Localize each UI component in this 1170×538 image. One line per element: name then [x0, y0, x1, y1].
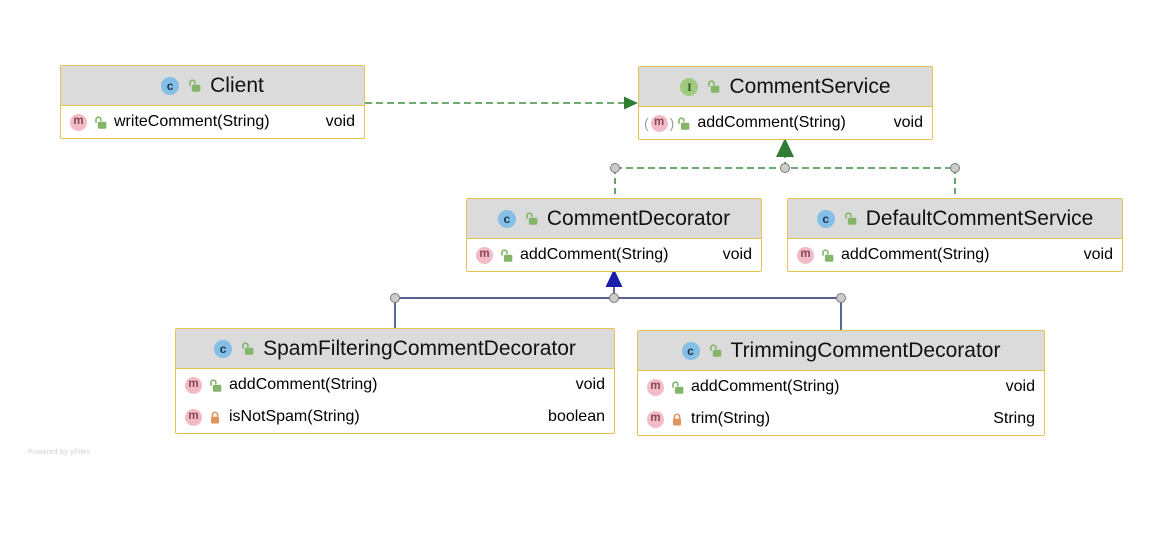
class-title: CommentDecorator — [546, 206, 731, 230]
private-lock-icon — [208, 410, 223, 425]
method-name: writeComment(String) — [114, 113, 270, 130]
method-row[interactable]: m addComment(String) void — [176, 369, 614, 401]
inheritance-bus-line[interactable] — [394, 297, 842, 330]
method-name: addComment(String) — [229, 376, 378, 393]
method-icon: m — [70, 113, 87, 131]
public-lock-icon — [676, 116, 691, 131]
public-lock-icon — [499, 248, 514, 263]
method-return-type: void — [893, 114, 923, 131]
edge-junction[interactable] — [609, 293, 619, 303]
edge-junction[interactable] — [390, 293, 400, 303]
class-title: DefaultCommentService — [865, 206, 1094, 230]
class-box-trimmingcommentdecorator[interactable]: c TrimmingCommentDecorator m addComment(… — [637, 330, 1045, 436]
method-name: addComment(String) — [520, 246, 669, 263]
method-icon: m — [185, 408, 202, 426]
class-title: SpamFilteringCommentDecorator — [263, 336, 576, 360]
public-lock-icon — [706, 79, 721, 94]
public-lock-icon — [708, 343, 723, 358]
class-header-spamfilteringcommentdecorator[interactable]: c SpamFilteringCommentDecorator — [176, 329, 614, 369]
edge-junction[interactable] — [836, 293, 846, 303]
method-return-type: void — [1083, 246, 1113, 263]
method-return-type: void — [575, 376, 605, 393]
method-name: addComment(String) — [697, 114, 846, 131]
edge-junction[interactable] — [610, 163, 620, 173]
method-row[interactable]: m trim(String) String — [638, 403, 1044, 435]
public-lock-icon — [820, 248, 835, 263]
method-row[interactable]: ( m ) addComment(String) void — [639, 107, 932, 139]
class-title: Client — [210, 73, 264, 97]
public-lock-icon — [670, 380, 685, 395]
class-header-defaultcommentservice[interactable]: c DefaultCommentService — [788, 199, 1122, 239]
edge-junction[interactable] — [780, 163, 790, 173]
method-name: addComment(String) — [691, 378, 840, 395]
class-box-spamfilteringcommentdecorator[interactable]: c SpamFilteringCommentDecorator m addCom… — [175, 328, 615, 434]
method-return-type: void — [325, 113, 355, 130]
method-row[interactable]: m writeComment(String) void — [61, 106, 364, 138]
method-return-type: void — [1005, 378, 1035, 395]
edge-junction[interactable] — [950, 163, 960, 173]
method-name: trim(String) — [691, 410, 771, 427]
class-box-defaultcommentservice[interactable]: c DefaultCommentService m addComment(Str… — [787, 198, 1123, 272]
abstract-method-icon: m — [650, 114, 668, 132]
method-return-type: void — [722, 246, 752, 263]
method-icon: m — [647, 378, 664, 396]
dependency-edge-client-to-commentservice[interactable] — [365, 96, 638, 110]
method-return-type: boolean — [548, 408, 605, 425]
private-lock-icon — [670, 412, 685, 427]
inheritance-arrowhead-icon — [605, 269, 623, 287]
method-name: isNotSpam(String) — [229, 408, 360, 425]
abstract-paren-close: ) — [669, 115, 675, 131]
class-header-commentdecorator[interactable]: c CommentDecorator — [467, 199, 761, 239]
class-icon: c — [681, 341, 700, 360]
class-icon: c — [816, 209, 835, 228]
class-icon: c — [214, 339, 233, 358]
abstract-paren-open: ( — [644, 115, 649, 131]
method-name: addComment(String) — [841, 246, 990, 263]
public-lock-icon — [187, 78, 202, 93]
method-icon: m — [476, 246, 493, 264]
method-return-type: String — [993, 410, 1035, 427]
public-lock-icon — [93, 115, 108, 130]
public-lock-icon — [240, 341, 255, 356]
class-icon: c — [497, 209, 516, 228]
class-header-trimmingcommentdecorator[interactable]: c TrimmingCommentDecorator — [638, 331, 1044, 371]
method-icon: m — [647, 410, 664, 428]
public-lock-icon — [843, 211, 858, 226]
method-row[interactable]: m addComment(String) void — [467, 239, 761, 271]
class-icon: c — [161, 76, 180, 95]
method-icon: m — [185, 376, 202, 394]
class-header-client[interactable]: c Client — [61, 66, 364, 106]
method-row[interactable]: m isNotSpam(String) boolean — [176, 401, 614, 433]
realization-edges-to-commentservice[interactable] — [610, 138, 960, 197]
public-lock-icon — [524, 211, 539, 226]
realization-arrowhead-icon — [776, 138, 794, 157]
dependency-arrowhead-icon — [624, 96, 638, 110]
interface-title: CommentService — [729, 74, 891, 98]
method-row[interactable]: m addComment(String) void — [788, 239, 1122, 271]
method-icon: m — [797, 246, 814, 264]
method-row[interactable]: m addComment(String) void — [638, 371, 1044, 403]
class-box-client[interactable]: c Client m writeComment(String) void — [60, 65, 365, 139]
interface-box-commentservice[interactable]: I CommentService ( m ) addComment(String… — [638, 66, 933, 140]
class-box-commentdecorator[interactable]: c CommentDecorator m addComment(String) … — [466, 198, 762, 272]
interface-header-commentservice[interactable]: I CommentService — [639, 67, 932, 107]
powered-by-watermark: Powered by yFiles — [28, 449, 91, 456]
public-lock-icon — [208, 378, 223, 393]
inheritance-edges-to-commentdecorator[interactable] — [390, 269, 846, 330]
class-title: TrimmingCommentDecorator — [730, 338, 1001, 362]
interface-icon: I — [680, 77, 699, 96]
